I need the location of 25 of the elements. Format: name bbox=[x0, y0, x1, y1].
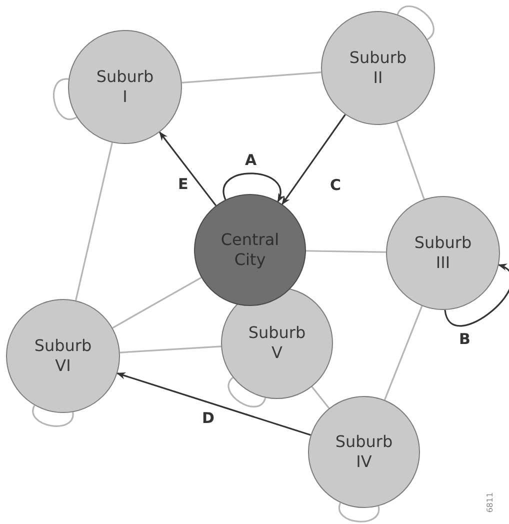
node-label: Suburb III bbox=[413, 233, 473, 273]
connector-line bbox=[53, 78, 77, 120]
connector-line bbox=[384, 306, 423, 400]
node-label: Suburb V bbox=[247, 323, 307, 363]
connector-line bbox=[396, 6, 434, 40]
connector-line bbox=[338, 502, 380, 522]
node-label: Suburb VI bbox=[33, 336, 93, 376]
node-label: Suburb IV bbox=[334, 432, 394, 472]
node-label: Suburb I bbox=[95, 67, 155, 107]
connector-line bbox=[396, 122, 425, 200]
connector-line bbox=[311, 386, 330, 409]
arrow bbox=[222, 172, 284, 202]
connector-line bbox=[306, 250, 386, 253]
node-label: Central City bbox=[220, 230, 280, 270]
figure-number: 6811 bbox=[486, 492, 495, 513]
node-label: Suburb II bbox=[348, 48, 408, 88]
arrow bbox=[282, 114, 346, 205]
arrow bbox=[159, 132, 217, 206]
connector-line bbox=[112, 276, 202, 329]
arrow bbox=[116, 372, 311, 436]
connector-line bbox=[75, 142, 113, 301]
arrow bbox=[444, 264, 509, 326]
connector-line bbox=[182, 71, 322, 84]
connector-line bbox=[32, 405, 74, 427]
connector-line bbox=[120, 346, 222, 354]
